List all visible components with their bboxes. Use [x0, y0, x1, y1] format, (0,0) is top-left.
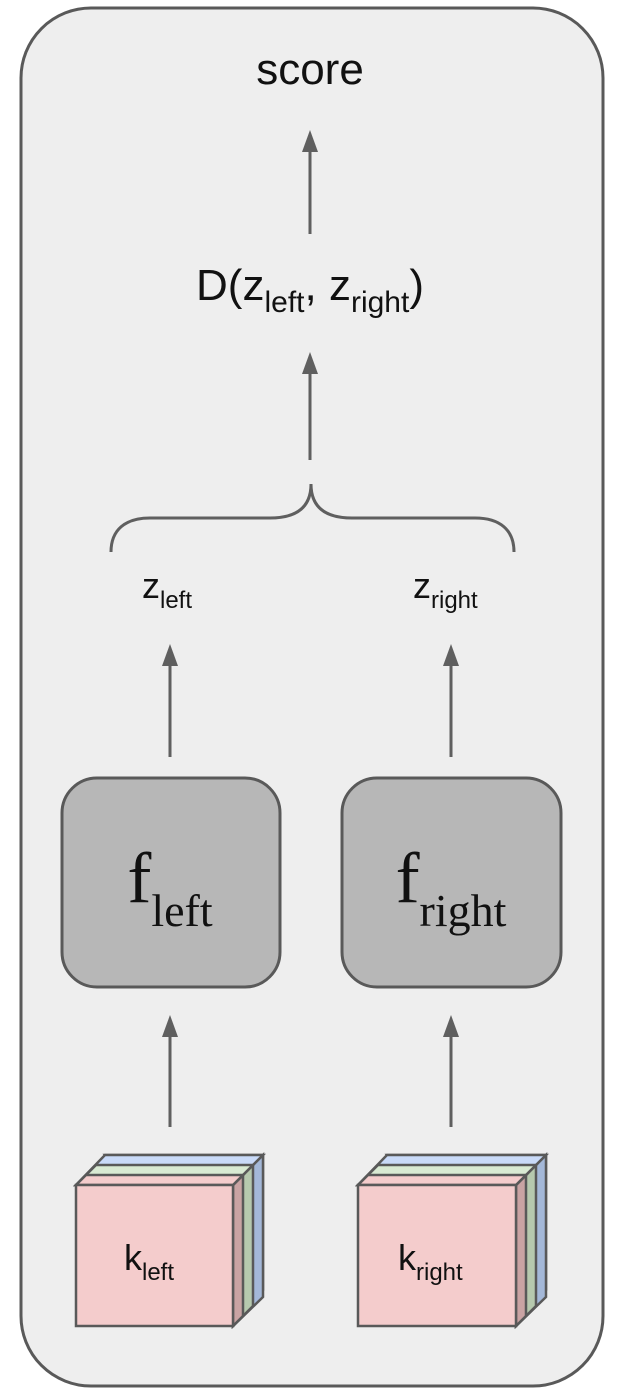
f-right-label: fright: [396, 838, 507, 936]
distance-label: D(zleft, zright): [196, 261, 424, 319]
arrow-distance-to-score: [302, 130, 318, 234]
kernel-left-front: [74, 1183, 235, 1328]
encoder-left-box: [60, 776, 282, 989]
arrow-f-left-to-z-left: [162, 644, 178, 757]
kernel-stack-left: kleft: [72, 1151, 267, 1330]
k-right-label: kright: [398, 1237, 463, 1286]
score-label: score: [256, 45, 364, 94]
curly-brace: [109, 483, 516, 553]
arrow-k-right-to-f-right: [443, 1015, 459, 1127]
encoder-right: fright: [340, 776, 563, 989]
f-left-label: fleft: [127, 838, 213, 936]
z-left-label: zleft: [142, 565, 192, 614]
arrow-f-right-to-z-right: [443, 644, 459, 757]
encoder-left: fleft: [60, 776, 282, 989]
arrow-k-left-to-f-left: [162, 1015, 178, 1127]
k-left-label: kleft: [124, 1237, 174, 1286]
arrow-brace-to-distance: [302, 352, 318, 460]
kernel-right-front: [356, 1183, 518, 1328]
kernel-stack-right: kright: [354, 1151, 550, 1330]
z-right-label: zright: [413, 565, 478, 614]
encoder-right-box: [340, 776, 563, 989]
outer-panel: [19, 6, 605, 1388]
